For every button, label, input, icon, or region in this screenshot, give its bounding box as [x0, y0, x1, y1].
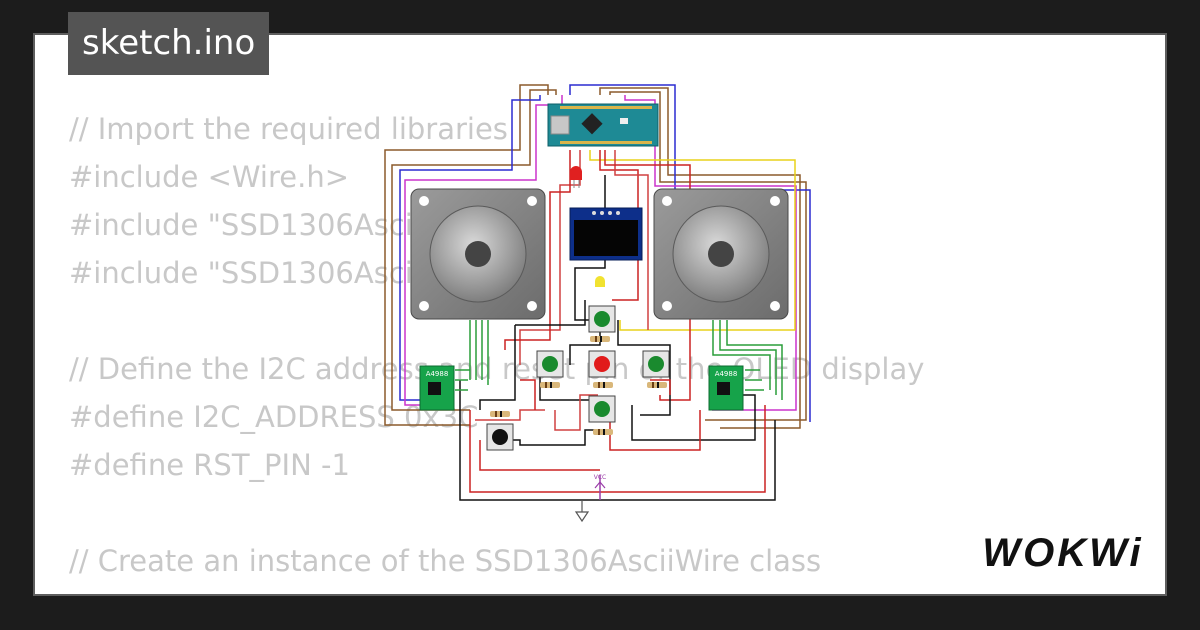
driver-left-label: A4988 — [426, 370, 449, 378]
stepper-motor-left — [410, 188, 546, 320]
code-line-8: #define RST_PIN -1 — [69, 448, 350, 482]
led-yellow — [595, 276, 605, 287]
button-bottom — [588, 395, 616, 423]
code-line-2: #include <Wire.h> — [69, 160, 350, 194]
logo-text: WOKWi — [982, 531, 1143, 575]
button-right — [642, 350, 670, 378]
button-black — [486, 423, 514, 451]
driver-right-label: A4988 — [715, 370, 738, 378]
pushbuttons — [486, 305, 670, 451]
driver-right: A4988 — [708, 365, 744, 411]
driver-left: A4988 — [419, 365, 455, 411]
resistors — [490, 336, 667, 435]
code-line-1: // Import the required libraries — [69, 112, 508, 146]
stepper-motor-right — [653, 188, 789, 320]
wokwi-logo: WOKWi — [982, 531, 1143, 575]
oled-display — [569, 207, 643, 261]
button-center — [588, 350, 616, 378]
arduino-nano — [547, 103, 659, 147]
code-line-10: // Create an instance of the SSD1306Asci… — [69, 544, 822, 578]
led-red — [570, 166, 582, 188]
code-preview: // Import the required libraries #include… — [69, 105, 924, 594]
button-left — [536, 350, 564, 378]
sketch-title-badge: sketch.ino — [68, 12, 270, 75]
vcc-symbol: VCC — [594, 474, 606, 489]
circuit-diagram: A4988 A4988 — [384, 84, 811, 523]
code-line-11: SSD1306AsciiWire oled; — [69, 585, 924, 594]
ground-symbol — [574, 500, 590, 523]
button-top — [588, 305, 616, 333]
vcc-label: VCC — [594, 474, 606, 481]
sketch-title: sketch.ino — [82, 23, 256, 63]
